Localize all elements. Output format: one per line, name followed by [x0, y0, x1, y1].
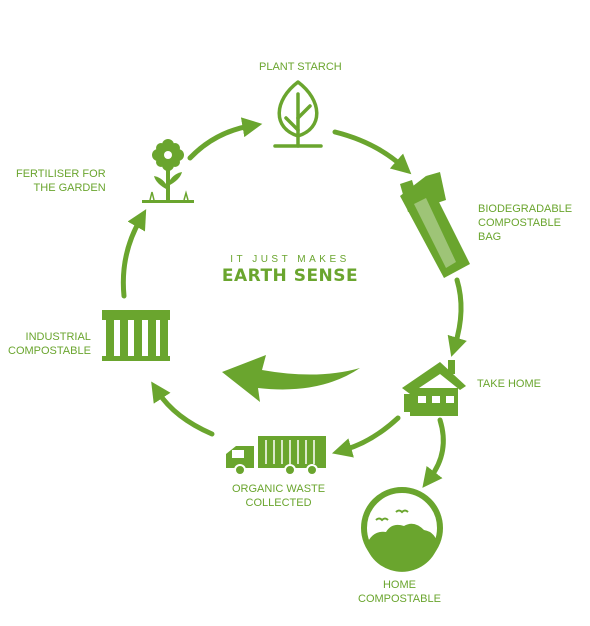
center-headline: EARTH SENSE: [221, 266, 359, 286]
label-line: BIODEGRADABLE: [478, 203, 573, 215]
label-line: COMPOSTABLE: [358, 593, 441, 605]
label-line: HOME: [382, 579, 416, 591]
label-line: INDUSTRIAL: [25, 331, 91, 343]
industrial-composter-icon: [102, 310, 170, 361]
label-plant-starch: PLANT STARCH: [259, 60, 342, 74]
house-icon: [402, 360, 466, 416]
arrow-home-to-truck: [331, 415, 401, 458]
label-line: COMPOSTABLE: [8, 345, 91, 357]
label-organic-waste: ORGANIC WASTE COLLECTED: [232, 482, 325, 510]
cycle-arrows: [120, 117, 467, 488]
label-line: TAKE HOME: [477, 378, 541, 390]
arrow-industrial-to-fertiliser: [120, 209, 147, 299]
compost-bin-icon: [361, 487, 443, 572]
label-line: FERTILISER FOR: [16, 168, 106, 180]
center-tagline: IT JUST MAKES: [230, 254, 350, 265]
label-biodegradable-bag: BIODEGRADABLE COMPOSTABLE BAG: [478, 202, 572, 244]
label-industrial-compostable: INDUSTRIAL COMPOSTABLE: [8, 330, 91, 358]
arrow-truck-to-industrial: [151, 381, 215, 437]
label-line: COMPOSTABLE: [478, 217, 561, 229]
label-line: ORGANIC WASTE: [232, 483, 326, 495]
label-take-home: TAKE HOME: [477, 377, 541, 391]
label-line: THE GARDEN: [33, 182, 106, 194]
arrow-fertiliser-to-plant: [187, 117, 263, 161]
label-home-compostable: HOME COMPOSTABLE: [358, 578, 441, 606]
label-line: COLLECTED: [245, 497, 312, 509]
shopping-bag-icon: [400, 172, 470, 278]
label-line: BAG: [478, 231, 502, 243]
label-line: PLANT STARCH: [259, 61, 342, 73]
central-swoosh-arrow: [222, 355, 360, 402]
label-fertiliser: FERTILISER FOR THE GARDEN: [16, 167, 106, 195]
arrow-plant-to-bag: [332, 129, 412, 175]
truck-icon: [226, 436, 326, 476]
arrow-home-to-compost: [422, 417, 446, 488]
leaf-icon: [273, 80, 323, 148]
arrow-bag-to-home: [447, 277, 467, 357]
flower-icon: [142, 139, 194, 203]
